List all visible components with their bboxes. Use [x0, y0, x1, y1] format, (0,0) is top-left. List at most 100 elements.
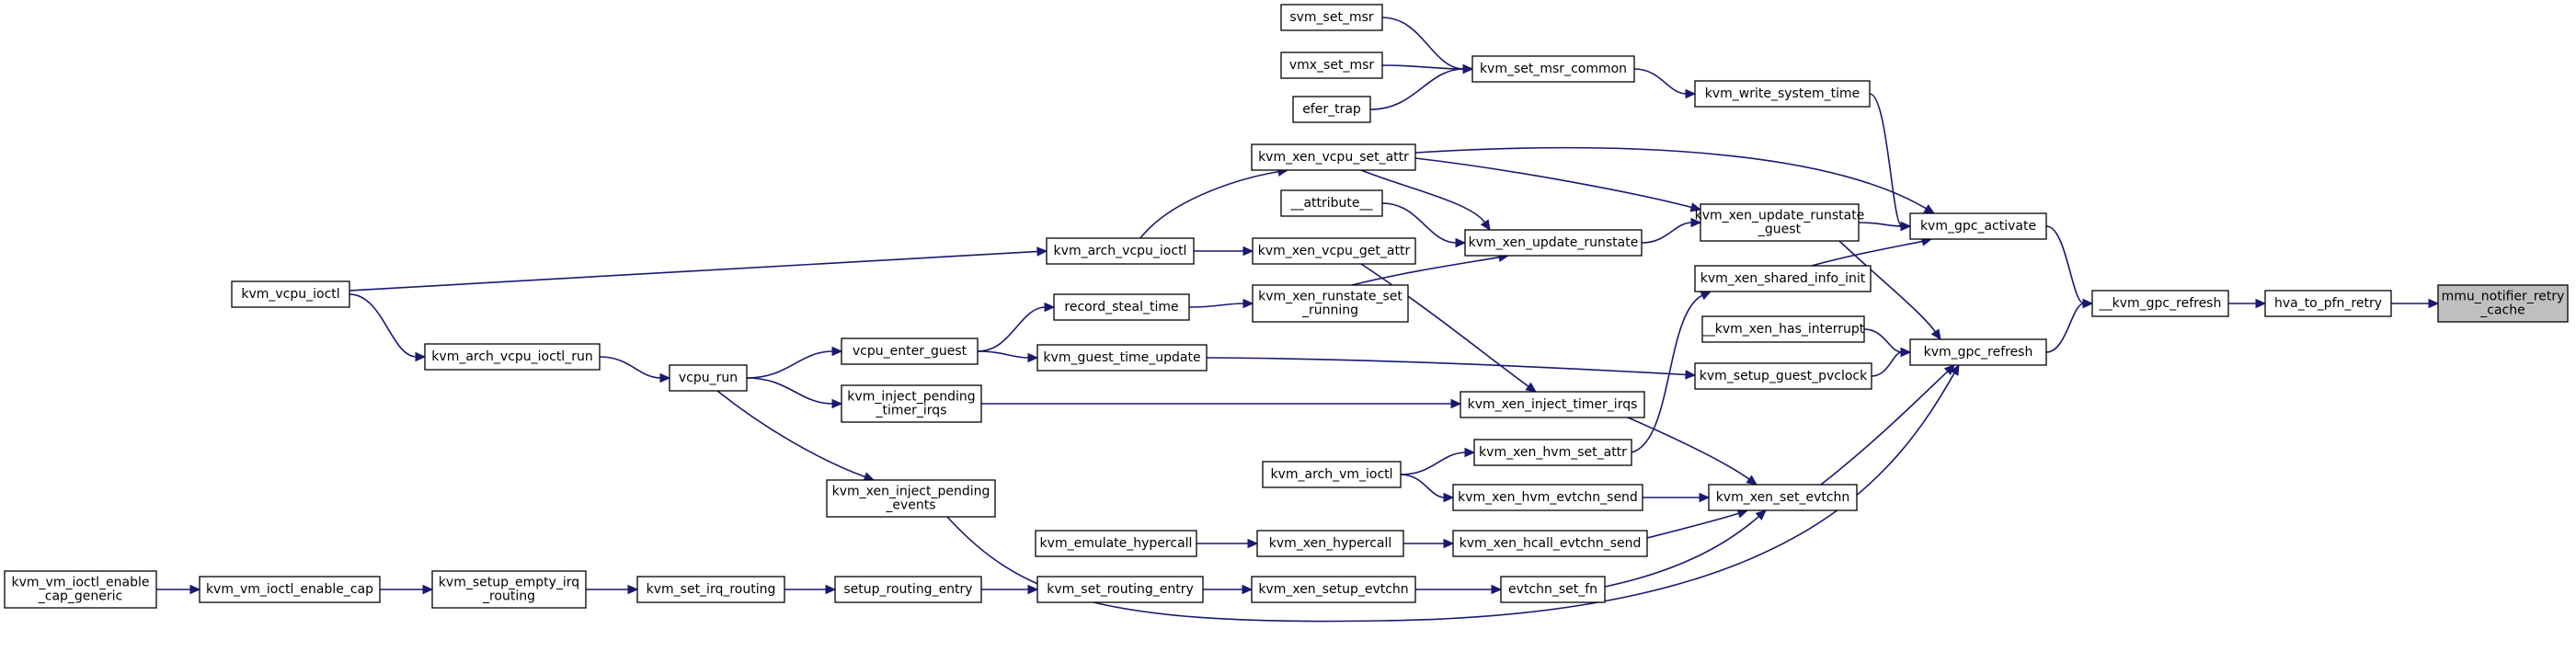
node-kvm-gpc-refresh[interactable]: __kvm_gpc_refresh [2091, 290, 2229, 317]
node-label: efer_trap [1302, 102, 1361, 117]
edge-kvm_xen_update_runstate_guest-to-kvm_gpc_refresh [1838, 240, 1937, 334]
node-svm-set-msr[interactable]: svm_set_msr [1280, 4, 1383, 31]
node-label: kvm_write_system_time [1705, 86, 1860, 101]
edge-kvm_arch_vm_ioctl-to-kvm_xen_hvm_set_attr [1400, 452, 1467, 475]
node-kvm-set-irq-routing[interactable]: kvm_set_irq_routing [636, 576, 785, 603]
node-label: kvm_vm_ioctl_enable_cap [206, 582, 373, 597]
edge-arrowhead [1464, 447, 1476, 458]
nodes-layer: mmu_notifier_retry_cache hva_to_pfn_retry… [4, 4, 2569, 609]
node-vcpu-run[interactable]: vcpu_run [669, 364, 748, 392]
edge-arrowhead [1027, 584, 1039, 595]
node-label: hva_to_pfn_retry [2274, 296, 2382, 311]
edge-arrowhead [1044, 302, 1056, 313]
node-kvm-xen-shared-info-init[interactable]: kvm_xen_shared_info_init [1694, 265, 1872, 292]
node-kvm-arch-vcpu-ioctl[interactable]: kvm_arch_vcpu_ioctl [1046, 237, 1195, 265]
node-kvm-xen-set-evtchn[interactable]: kvm_xen_set_evtchn [1708, 484, 1858, 511]
node-kvm-setup-empty-irq-routing[interactable]: kvm_setup_empty_irq_routing [431, 570, 587, 609]
node-label: kvm_setup_empty_irq [439, 576, 579, 590]
node-kvm-xen-update-runstate[interactable]: kvm_xen_update_runstate [1464, 229, 1643, 257]
node-label: kvm_emulate_hypercall [1040, 536, 1193, 551]
edge-kvm_arch_vcpu_ioctl_run-to-vcpu_run [599, 356, 662, 379]
node-kvm-xen-runstate-set-running[interactable]: kvm_xen_runstate_set_running [1252, 284, 1409, 323]
node-evtchn-set-fn[interactable]: evtchn_set_fn [1500, 576, 1606, 603]
node-kvm-vcpu-ioctl[interactable]: kvm_vcpu_ioctl [231, 280, 350, 308]
node-kvm-write-system-time[interactable]: kvm_write_system_time [1694, 80, 1871, 108]
node-box [1251, 143, 1416, 171]
node-kvm-xen-hcall-evtchn-send[interactable]: kvm_xen_hcall_evtchn_send [1452, 530, 1648, 557]
edge-arrowhead [1755, 509, 1767, 520]
node-box [1035, 530, 1197, 557]
node-box [2437, 284, 2569, 323]
node-label: kvm_arch_vm_ioctl [1270, 467, 1392, 482]
edge-__kvm_xen_has_interrupt-to-kvm_gpc_refresh [1863, 328, 1903, 353]
node-label: kvm_xen_update_runstate [1469, 235, 1639, 250]
node-kvm-xen-inject-timer-irqs[interactable]: kvm_xen_inject_timer_irqs [1460, 391, 1645, 418]
edge-arrowhead [1685, 370, 1697, 380]
node-box [1251, 576, 1416, 603]
node-kvm-xen-update-runstate-guest[interactable]: kvm_xen_update_runstate_guest [1695, 203, 1865, 242]
node-mmu-notifier-retry-cache[interactable]: mmu_notifier_retry_cache [2437, 284, 2569, 323]
node-vcpu-enter-guest[interactable]: vcpu_enter_guest [841, 337, 979, 365]
edge-arrowhead [1900, 347, 1912, 358]
edge-arrowhead [2428, 298, 2440, 309]
node-kvm-arch-vm-ioctl[interactable]: kvm_arch_vm_ioctl [1262, 461, 1402, 488]
edge-arrowhead [1700, 291, 1712, 301]
node-kvm-inject-pending-timer-irqs[interactable]: kvm_inject_pending_timer_irqs [841, 384, 982, 423]
edge-arrowhead [1689, 202, 1702, 212]
node-efer-trap[interactable]: efer_trap [1292, 96, 1371, 123]
node-label: kvm_xen_inject_timer_irqs [1468, 397, 1638, 412]
node-kvm-set-routing-entry[interactable]: kvm_set_routing_entry [1036, 576, 1204, 603]
node-label: setup_routing_entry [843, 582, 972, 597]
edge-arrowhead [1690, 217, 1702, 228]
node-kvm-vm-ioctl-enable-cap-generic[interactable]: kvm_vm_ioctl_enable_cap_generic [4, 570, 157, 609]
edge-vcpu_run-to-kvm_inject_pending_timer_irqs [746, 377, 834, 405]
node-kvm-gpc-activate[interactable]: kvm_gpc_activate [1909, 212, 2047, 240]
node-box [231, 280, 350, 308]
node-label: svm_set_msr [1289, 10, 1374, 25]
node-box [4, 570, 157, 609]
node-label: kvm_xen_set_evtchn [1716, 490, 1850, 505]
node-hva-to-pfn-retry[interactable]: hva_to_pfn_retry [2264, 290, 2392, 317]
node-kvm-vm-ioctl-enable-cap[interactable]: kvm_vm_ioctl_enable_cap [199, 576, 381, 603]
node-kvm-arch-vcpu-ioctl-run[interactable]: kvm_arch_vcpu_ioctl_run [424, 343, 601, 371]
node-label: mmu_notifier_retry [2442, 290, 2565, 304]
node-box [1292, 96, 1371, 123]
node-kvm-xen-setup-evtchn[interactable]: kvm_xen_setup_evtchn [1251, 576, 1416, 603]
edge-arrowhead [422, 584, 434, 595]
node-attribute--[interactable]: __attribute__ [1280, 189, 1383, 217]
node-kvm-gpc-refresh[interactable]: kvm_gpc_refresh [1909, 338, 2047, 366]
node-box [1280, 189, 1383, 217]
node-kvm-setup-guest-pvclock[interactable]: kvm_setup_guest_pvclock [1694, 362, 1872, 390]
node-box [1701, 315, 1865, 343]
node-kvm-emulate-hypercall[interactable]: kvm_emulate_hypercall [1035, 530, 1197, 557]
node-kvm-xen-vcpu-get-attr[interactable]: kvm_xen_vcpu_get_attr [1252, 237, 1416, 265]
node-label: _events [885, 498, 935, 513]
edge-arrowhead [1247, 538, 1259, 549]
node-label: kvm_xen_inject_pending [832, 485, 990, 499]
node-label: vcpu_enter_guest [853, 344, 967, 359]
edge-vmx_set_msr-to-kvm_set_msr_common [1381, 64, 1465, 70]
node-kvm-xen-hypercall[interactable]: kvm_xen_hypercall [1256, 530, 1404, 557]
edge-kvm_xen_vcpu_get_attr-to-kvm_xen_inject_timer_irqs [1360, 263, 1530, 388]
node-box [1471, 55, 1635, 83]
node-kvm-xen-vcpu-set-attr[interactable]: kvm_xen_vcpu_set_attr [1251, 143, 1416, 171]
node-kvm-guest-time-update[interactable]: kvm_guest_time_update [1036, 344, 1208, 372]
edge-arrowhead [2082, 298, 2094, 309]
node-label: kvm_xen_vcpu_get_attr [1258, 244, 1411, 258]
node-kvm-set-msr-common[interactable]: kvm_set_msr_common [1471, 55, 1635, 83]
edge-kvm_arch_vm_ioctl-to-kvm_xen_hvm_evtchn_send [1400, 474, 1446, 498]
node-vmx-set-msr[interactable]: vmx_set_msr [1280, 51, 1383, 79]
node-record-steal-time[interactable]: record_steal_time [1053, 293, 1190, 321]
node-box [1700, 203, 1860, 242]
node-label: _timer_irqs [876, 404, 947, 418]
node-kvm-xen-hvm-set-attr[interactable]: kvm_xen_hvm_set_attr [1473, 439, 1632, 466]
node-label: kvm_set_routing_entry [1047, 582, 1193, 597]
node-label: __kvm_gpc_refresh [2099, 296, 2222, 311]
edge-arrowhead [825, 584, 837, 595]
node-kvm-xen-hvm-evtchn-send[interactable]: kvm_xen_hvm_evtchn_send [1452, 484, 1643, 511]
node-kvm-xen-inject-pending-events[interactable]: kvm_xen_inject_pending_events [826, 479, 996, 518]
node-setup-routing-entry[interactable]: setup_routing_entry [834, 576, 982, 603]
node-kvm-xen-has-interrupt[interactable]: __kvm_xen_has_interrupt [1701, 315, 1865, 343]
node-box [669, 364, 748, 392]
